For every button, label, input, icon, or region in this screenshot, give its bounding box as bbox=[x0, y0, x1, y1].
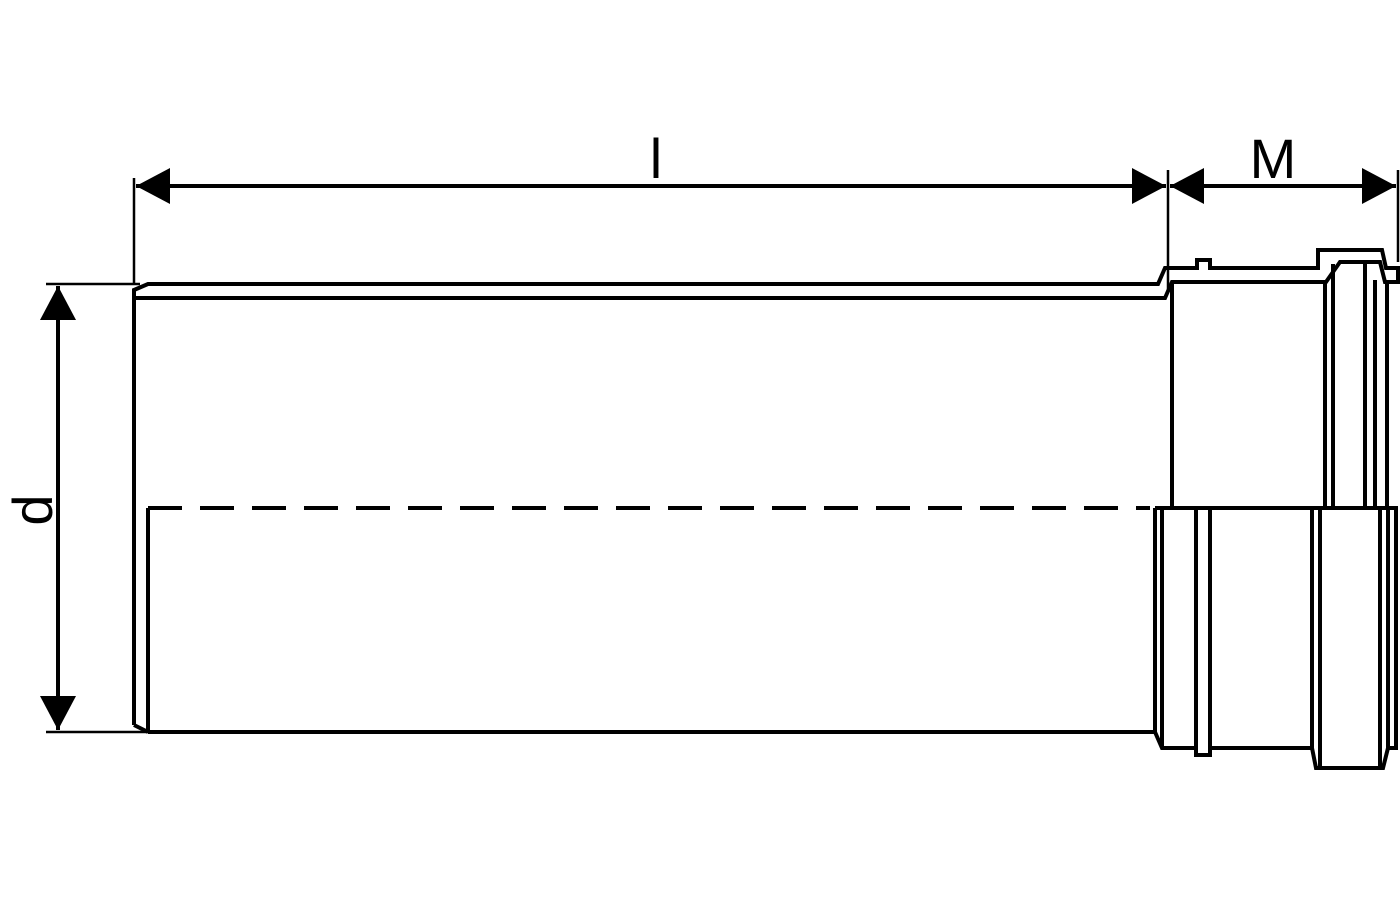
socket-label: M bbox=[1250, 127, 1297, 190]
arrow-right-icon bbox=[1132, 168, 1166, 204]
socket-upper bbox=[1170, 262, 1389, 508]
pipe-wall-section bbox=[132, 248, 1400, 734]
dimension-l: l bbox=[136, 127, 1166, 204]
arrow-up-icon bbox=[40, 286, 76, 320]
dimension-m: M bbox=[1170, 127, 1396, 204]
length-label: l bbox=[650, 127, 662, 190]
diameter-label: d bbox=[1, 494, 64, 525]
arrow-down-icon bbox=[40, 696, 76, 730]
socket-lower bbox=[1153, 508, 1398, 770]
dimension-d: d bbox=[1, 286, 76, 730]
arrow-right-icon bbox=[1362, 168, 1396, 204]
pipe-lower bbox=[146, 508, 1155, 734]
arrow-left-icon bbox=[136, 168, 170, 204]
arrow-left-icon bbox=[1170, 168, 1204, 204]
